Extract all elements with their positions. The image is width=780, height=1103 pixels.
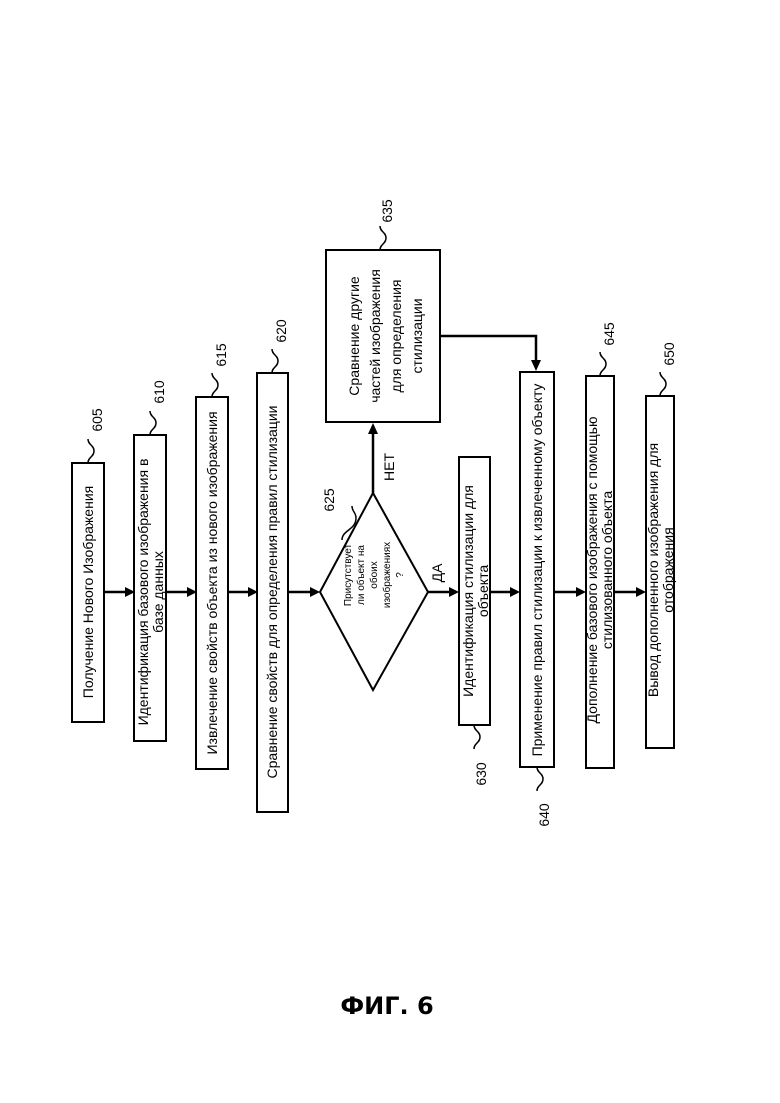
arrowhead-635 (368, 423, 378, 434)
arrowhead-625 (310, 587, 320, 597)
step-610-text-line2: базе данных (150, 551, 166, 633)
ref-640: 640 (536, 803, 552, 827)
step-630-text-line2: объекта (475, 565, 491, 617)
ref-645: 645 (601, 322, 617, 346)
ref-620: 620 (273, 319, 289, 343)
step-625-text-line4: изображениях (381, 542, 393, 608)
ref-610: 610 (151, 380, 167, 404)
step-620-text: Сравнение свойств для определения правил… (264, 406, 280, 779)
step-645-text-line1: Дополнение базового изображения с помощь… (584, 417, 600, 724)
ref-625: 625 (321, 488, 337, 512)
step-635-text-line1: Сравнение другие (346, 276, 362, 396)
ref-615: 615 (213, 343, 229, 367)
branch-no-label: НЕТ (381, 453, 397, 481)
leader-630 (474, 725, 480, 749)
step-605-text: Получение Нового Изображения (80, 486, 96, 698)
step-635-text-line2: частей изображения (367, 269, 383, 403)
ref-605: 605 (89, 408, 105, 432)
figure-label: ФИГ. 6 (340, 992, 433, 1020)
step-650-text-line1: Вывод дополненного изображения для (645, 443, 661, 697)
step-610-text-line1: Идентификация базового изображения в (135, 459, 151, 726)
step-625-text-line2: ли объект на (355, 545, 367, 605)
step-630-text-line1: Идентификация стилизации для (460, 485, 476, 697)
step-625-text-line1: Присутствует (343, 544, 354, 607)
leader-615 (212, 373, 218, 397)
diamond-625 (320, 493, 428, 690)
leader-645 (600, 352, 606, 376)
step-650-text-line2: отображения (660, 527, 676, 612)
step-625-text-line5: ? (395, 572, 406, 578)
ref-650: 650 (661, 342, 677, 366)
branch-yes-label: ДА (429, 563, 445, 582)
leader-635 (380, 226, 386, 250)
leader-640 (537, 767, 543, 791)
ref-635: 635 (379, 199, 395, 223)
arrowhead-640 (510, 587, 520, 597)
step-645-text-line2: стилизованного объекта (599, 491, 615, 649)
step-625-text-line3: обоих (368, 561, 380, 588)
step-640-text: Применение правил стилизации к извлеченн… (529, 384, 545, 757)
step-635-text-line4: стилизации (409, 298, 425, 373)
arrow-635-640 (440, 336, 536, 362)
leader-605 (88, 439, 94, 463)
step-615-text: Извлечение свойств объекта из нового изо… (204, 411, 220, 754)
step-635-text-line3: для определения (388, 279, 404, 392)
arrowhead-630 (449, 587, 459, 597)
arrowhead-640-top (531, 360, 541, 371)
ref-630: 630 (473, 762, 489, 786)
leader-650 (660, 372, 666, 396)
leader-610 (150, 411, 156, 435)
leader-620 (272, 349, 278, 373)
